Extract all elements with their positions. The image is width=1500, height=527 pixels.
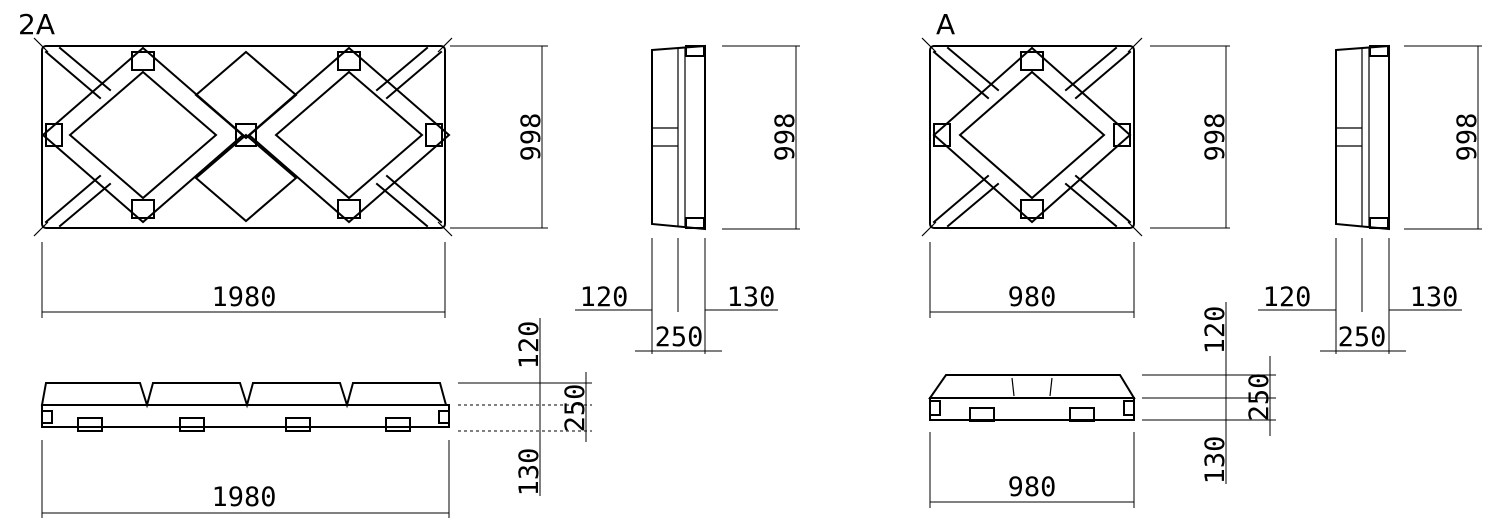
view-a-front-width-dimension: 980 bbox=[1008, 472, 1057, 503]
view-a-plan bbox=[921, 37, 1143, 237]
view-2a-front-width-dimension: 1980 bbox=[211, 482, 276, 513]
view-a-front-bottom-dimension: 130 bbox=[1200, 436, 1231, 485]
view-2a-label: 2A bbox=[18, 8, 55, 41]
view-a-side-height-dimension: 998 bbox=[1452, 113, 1483, 162]
view-a-height-dimension: 998 bbox=[1200, 113, 1231, 162]
view-a: A 998 bbox=[921, 8, 1483, 508]
view-a-width-dimension: 980 bbox=[1008, 282, 1057, 313]
view-2a-front-bottom-dimension: 130 bbox=[514, 448, 545, 497]
view-a-front-dimensions: 120 250 130 980 bbox=[929, 302, 1276, 508]
view-a-label: A bbox=[936, 8, 955, 41]
view-2a-side-front-dimension: 120 bbox=[580, 282, 629, 313]
view-a-side-back-dimension: 130 bbox=[1410, 282, 1459, 313]
view-a-side-dimensions: 998 120 130 250 bbox=[1258, 45, 1483, 354]
view-2a-plan-dimensions: 998 1980 bbox=[41, 45, 548, 318]
view-a-front-top-dimension: 120 bbox=[1200, 306, 1231, 355]
view-2a: 2A bbox=[18, 8, 801, 518]
view-a-side bbox=[1335, 44, 1390, 231]
view-2a-side-total-dimension: 250 bbox=[655, 322, 704, 353]
view-a-front-total-dimension: 250 bbox=[1244, 373, 1275, 422]
view-a-side-front-dimension: 120 bbox=[1263, 282, 1312, 313]
view-2a-height-dimension: 998 bbox=[516, 113, 547, 162]
view-2a-side-height-dimension: 998 bbox=[770, 113, 801, 162]
view-2a-side bbox=[651, 44, 706, 231]
view-2a-front-total-dimension: 250 bbox=[560, 384, 591, 433]
view-a-front bbox=[928, 374, 1136, 422]
view-2a-front bbox=[40, 382, 450, 432]
view-a-side-total-dimension: 250 bbox=[1338, 322, 1387, 353]
view-2a-front-dimensions: 120 250 130 1980 bbox=[41, 318, 592, 518]
view-2a-side-dimensions: 998 120 130 250 bbox=[575, 45, 801, 354]
view-2a-front-top-dimension: 120 bbox=[514, 321, 545, 370]
view-a-plan-dimensions: 998 980 bbox=[929, 45, 1231, 318]
view-2a-width-dimension: 1980 bbox=[211, 282, 276, 313]
view-2a-side-back-dimension: 130 bbox=[727, 282, 776, 313]
view-2a-plan bbox=[33, 37, 453, 237]
